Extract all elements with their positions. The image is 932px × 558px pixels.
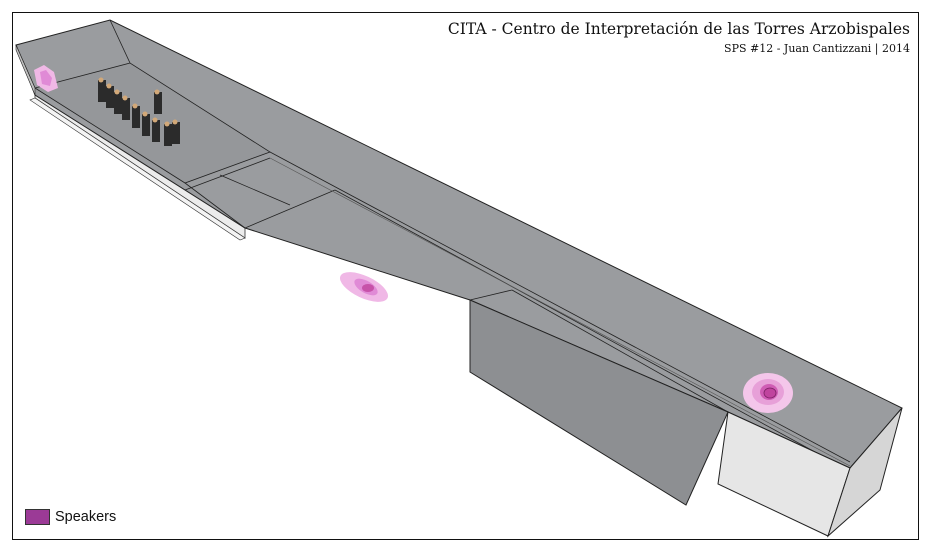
speaker-marker (339, 272, 389, 302)
legend-swatch-speakers (25, 509, 50, 525)
diagram-frame (12, 12, 919, 540)
edge-line (184, 157, 271, 191)
left-end-face (15, 44, 36, 96)
diagram-subtitle: SPS #12 - Juan Cantizzani | 2014 (724, 42, 910, 55)
speaker-marker (34, 65, 58, 92)
audience-figures (98, 77, 180, 146)
end-side-face (826, 407, 903, 538)
legend: Speakers (25, 509, 116, 525)
speaker-marker (743, 373, 793, 413)
edge-line (219, 174, 291, 206)
back-wall-edge (109, 19, 131, 64)
diagram-title: CITA - Centro de Interpretación de las T… (447, 20, 910, 38)
rail-line (334, 189, 849, 471)
legend-label-speakers: Speakers (55, 509, 117, 525)
edge-line (469, 289, 513, 301)
rail-line (269, 151, 851, 463)
edge-line (244, 189, 336, 229)
edge-line (511, 289, 729, 413)
edge-line (184, 182, 246, 229)
base-strip-front (29, 97, 246, 241)
front-block-face (469, 299, 729, 506)
rail-line (269, 157, 851, 467)
